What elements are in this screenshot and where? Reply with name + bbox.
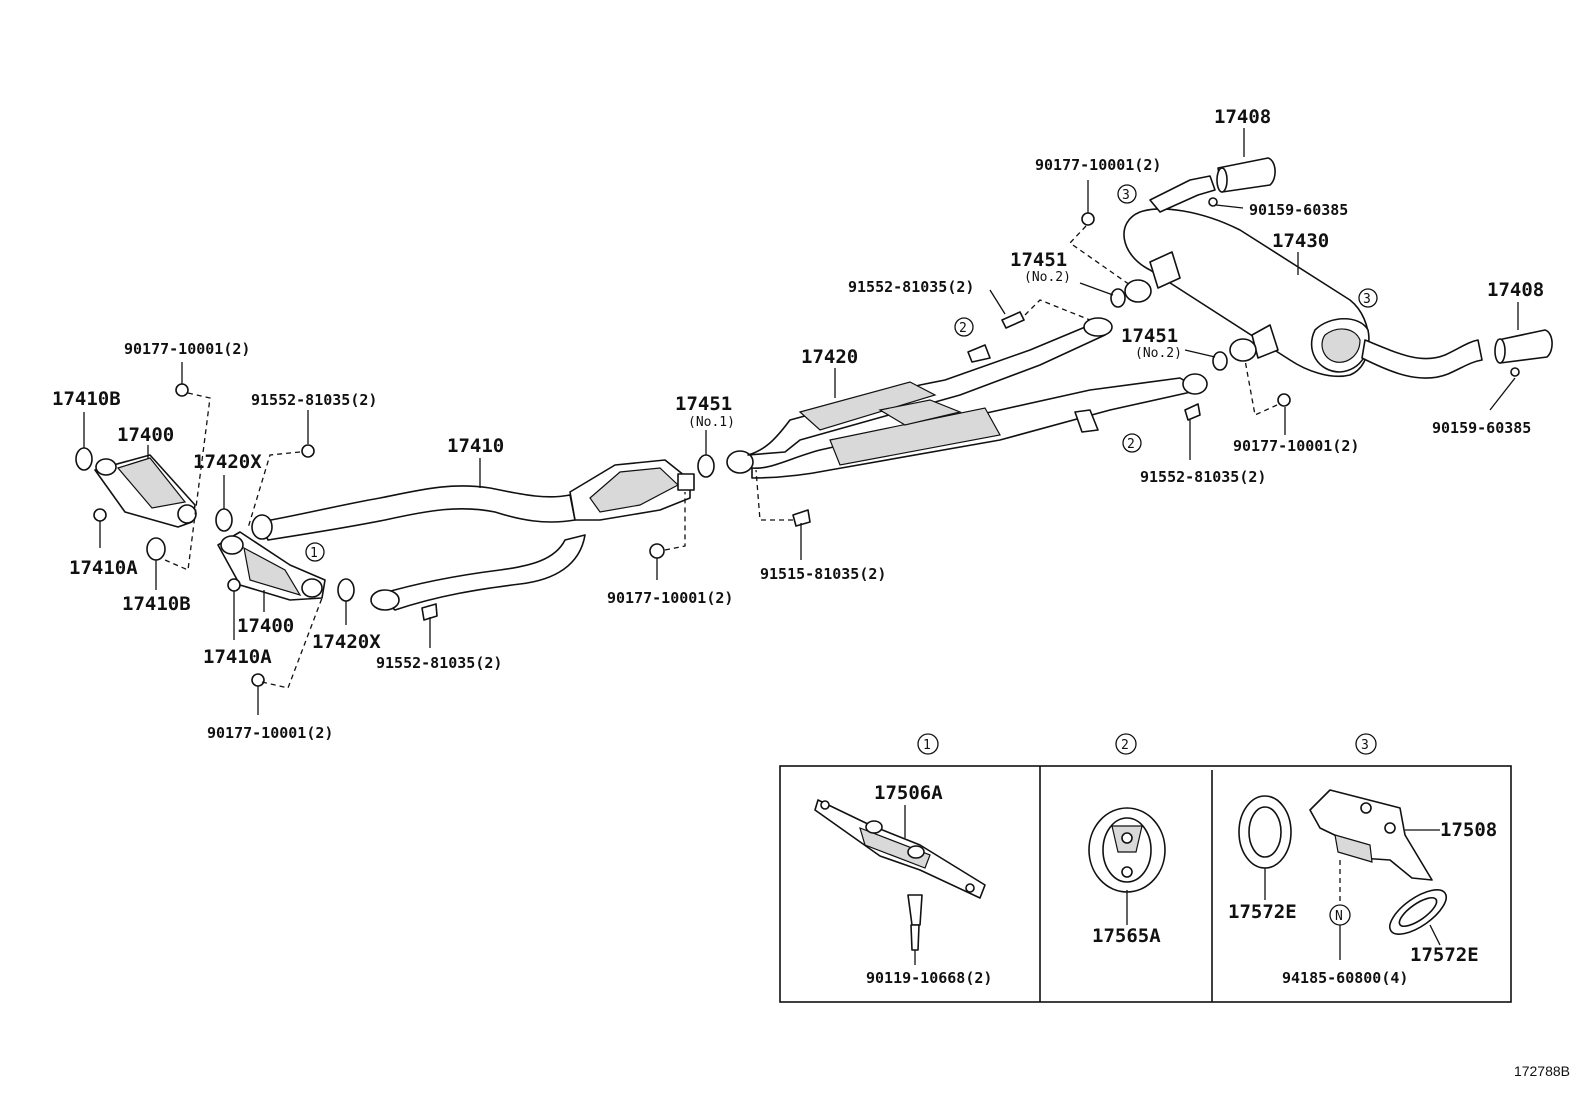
label-17451-no2-upper: 17451 — [1010, 249, 1067, 271]
svg-text:1: 1 — [310, 546, 318, 561]
detail-panels: 1 2 3 17506A 90119-10668(2) — [779, 733, 1512, 1003]
label-90177-right: 90177-10001(2) — [1233, 437, 1359, 455]
label-90159-lower: 90159-60385 — [1432, 419, 1531, 437]
ring-gasket-17572e-right — [1389, 889, 1447, 946]
figure-reference-code: 172788B — [1513, 1063, 1570, 1079]
tail-pipe-tip-lower — [1494, 329, 1553, 364]
label-17451-no1-sub: (No.1) — [688, 415, 735, 430]
front-catalytic-converter-lower — [215, 508, 355, 602]
label-17410b-upper: 17410B — [52, 388, 121, 410]
dashed-guide-lines — [164, 225, 1278, 689]
label-17506a: 17506A — [874, 782, 943, 804]
label-17410: 17410 — [447, 435, 504, 457]
label-17451-no1: 17451 — [675, 393, 732, 415]
label-17420x-upper: 17420X — [193, 451, 262, 473]
label-91552-c: 91552-81035(2) — [848, 278, 974, 296]
gasket-17451-no2-a — [1110, 288, 1126, 308]
ring-gasket-17572e-left — [1238, 795, 1292, 900]
label-17410a-lower: 17410A — [203, 646, 272, 668]
label-17451-no2-lower-sub: (No.2) — [1135, 346, 1182, 361]
svg-text:1: 1 — [923, 738, 931, 753]
n-marker: N — [1335, 909, 1343, 924]
front-exhaust-pipe-17410 — [251, 459, 695, 611]
label-91515: 91515-81035(2) — [760, 565, 886, 583]
svg-text:3: 3 — [1363, 292, 1371, 307]
label-17400-upper: 17400 — [117, 424, 174, 446]
label-94185: 94185-60800(4) — [1282, 969, 1408, 987]
label-90177-left: 90177-10001(2) — [124, 340, 250, 358]
svg-text:3: 3 — [1122, 188, 1130, 203]
label-17408-lower: 17408 — [1487, 279, 1544, 301]
center-exhaust-pipe-17420 — [726, 317, 1208, 479]
svg-text:2: 2 — [1121, 738, 1129, 753]
bracket-17508 — [1309, 789, 1440, 905]
label-17400-lower: 17400 — [237, 615, 294, 637]
svg-text:2: 2 — [1127, 437, 1135, 452]
callout-markers: 1 2 2 3 3 — [305, 184, 1378, 562]
label-90119: 90119-10668(2) — [866, 969, 992, 987]
svg-text:3: 3 — [1361, 738, 1369, 753]
bracket-17506a — [814, 799, 986, 965]
label-17572e-right: 17572E — [1410, 944, 1479, 966]
label-90177-mid: 90177-10001(2) — [607, 589, 733, 607]
muffler-17430 — [1123, 175, 1483, 379]
label-17572e-left: 17572E — [1228, 901, 1297, 923]
leader-lines — [83, 128, 1519, 715]
label-17420: 17420 — [801, 346, 858, 368]
label-17410a-upper: 17410A — [69, 557, 138, 579]
label-17508: 17508 — [1440, 819, 1497, 841]
label-91552-a: 91552-81035(2) — [251, 391, 377, 409]
front-catalytic-converter-upper — [75, 447, 197, 561]
label-17410b-lower: 17410B — [122, 593, 191, 615]
gasket-17451-no2-b — [1212, 351, 1228, 371]
fasteners — [175, 197, 1520, 687]
label-17420x-lower: 17420X — [312, 631, 381, 653]
label-17408-upper: 17408 — [1214, 106, 1271, 128]
label-17565a: 17565A — [1092, 925, 1161, 947]
label-90177-top: 90177-10001(2) — [1035, 156, 1161, 174]
label-17451-no2-lower: 17451 — [1121, 325, 1178, 347]
label-90159-upper: 90159-60385 — [1249, 201, 1348, 219]
hanger-17565a — [1088, 807, 1166, 925]
label-91552-b: 91552-81035(2) — [376, 654, 502, 672]
label-17430: 17430 — [1272, 230, 1329, 252]
label-91552-d: 91552-81035(2) — [1140, 468, 1266, 486]
label-17451-no2-upper-sub: (No.2) — [1024, 270, 1071, 285]
svg-text:2: 2 — [959, 321, 967, 336]
gasket-17451-no1 — [697, 454, 715, 478]
tail-pipe-tip-upper — [1216, 157, 1276, 193]
label-90177-bottom: 90177-10001(2) — [207, 724, 333, 742]
